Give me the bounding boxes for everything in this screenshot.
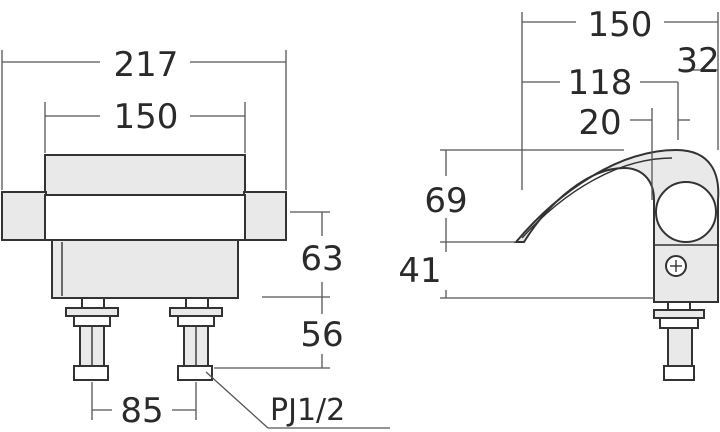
side-inlet (653, 301, 705, 381)
label-20: 20 (578, 103, 621, 143)
label-118: 118 (568, 63, 633, 103)
label-thread: PJ1/2 (270, 393, 345, 428)
dim-spout-heights: 69 41 (398, 149, 654, 299)
side-handle (655, 181, 717, 243)
label-56: 56 (300, 315, 343, 355)
label-150-side: 150 (588, 5, 653, 45)
dim-reach: 150 (521, 5, 719, 190)
dim-body-width: 150 (44, 97, 246, 153)
front-view: 217 150 63 56 85 (1, 45, 390, 431)
label-217: 217 (114, 45, 179, 85)
label-69: 69 (424, 181, 467, 221)
side-view: 150 118 32 20 69 (398, 5, 720, 381)
right-inlet (169, 297, 223, 381)
label-63: 63 (300, 239, 343, 279)
thread-leader: PJ1/2 (205, 371, 390, 429)
dim-inlet-spacing: 85 (91, 382, 197, 431)
label-32: 32 (676, 41, 719, 81)
dim-inlet-offset: 20 (578, 103, 690, 200)
label-85: 85 (120, 391, 163, 431)
dim-overall-width: 217 (1, 45, 287, 190)
dim-heights: 63 56 (214, 211, 344, 369)
left-inlet (65, 297, 119, 381)
dim-body-depth: 32 (676, 41, 719, 81)
front-left-handle (1, 191, 47, 241)
label-150-front: 150 (114, 97, 179, 137)
dim-reach-inlet: 118 (522, 63, 679, 140)
front-body-center (44, 194, 246, 241)
label-41: 41 (398, 251, 441, 291)
front-right-handle (243, 191, 287, 241)
front-body-top (44, 154, 246, 196)
front-body-lower (51, 239, 239, 299)
